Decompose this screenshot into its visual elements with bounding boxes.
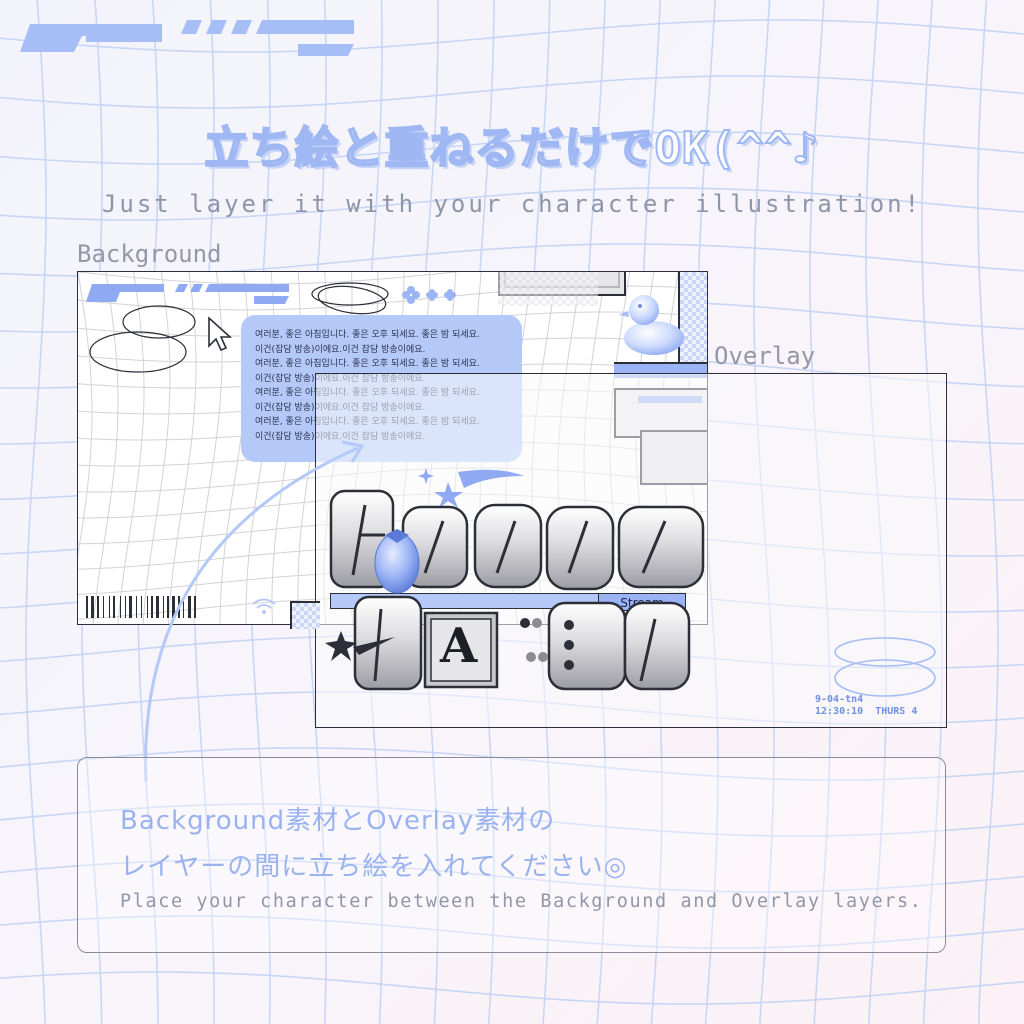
ring-decoration: [89, 305, 196, 373]
block-letter-a: A: [440, 618, 478, 674]
wifi-icon: [252, 598, 276, 614]
clock-readout: 9-04-tn4 12:30:10 THURS 4: [815, 694, 918, 717]
orbit-rings-icon: [311, 282, 389, 315]
background-label: Background: [77, 240, 222, 268]
checker-pattern-gray: [498, 272, 598, 306]
shooting-star-icon: [418, 468, 524, 508]
chat-line: 이건(잡담 방송)이에요.이건 잡담 방송이에요.: [255, 344, 426, 355]
chat-line: 여러분, 좋은 아침입니다. 좋은 오후 되세요. 좋은 밤 되세요.: [255, 359, 480, 369]
instruction-jp-line1: Background素材とOverlay素材の: [120, 806, 556, 836]
free-talk-logo: [325, 489, 705, 691]
decorative-header-bar: [20, 20, 354, 56]
page-subtitle-en: Just layer it with your character illust…: [101, 190, 923, 218]
overlay-rings-icon: [834, 637, 936, 697]
instruction-box: [77, 757, 946, 953]
mini-header-bar: [86, 284, 289, 304]
overlay-corner-frame: [290, 601, 320, 629]
flower-icons: [402, 286, 456, 304]
checker-pattern: [678, 272, 707, 372]
chat-line: 여러분, 좋은 아침입니다. 좋은 오후 되세요. 좋은 밤 되세요.: [255, 330, 480, 340]
page-title-jp: 立ち絵と重ねるだけでOK(^^♪: [204, 122, 820, 175]
rubber-duck-icon: [619, 295, 684, 355]
instruction-en: Place your character between the Backgro…: [120, 891, 923, 912]
arrow-icon: [144, 440, 365, 783]
instruction-jp-line2: レイヤーの間に立ち絵を入れてください◎: [120, 852, 628, 882]
cursor-icon: [208, 316, 233, 352]
overlay-label: Overlay: [714, 342, 816, 370]
